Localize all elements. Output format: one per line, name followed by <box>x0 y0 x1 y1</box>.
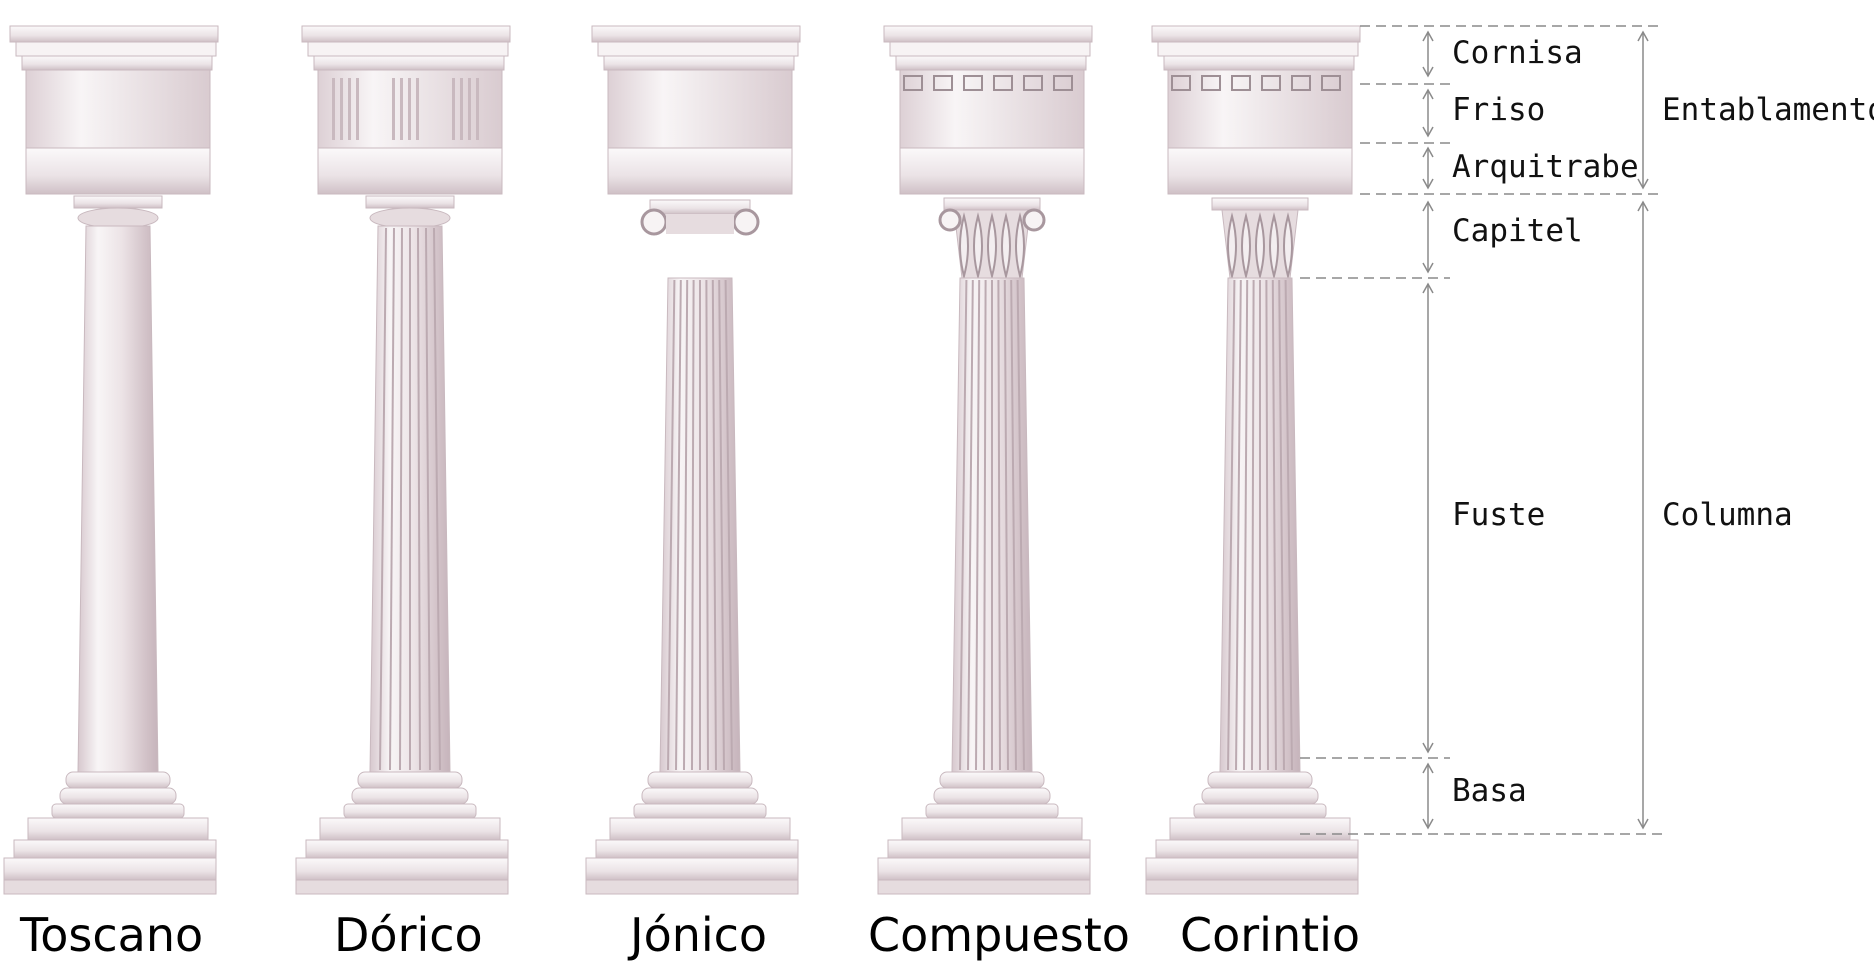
entablature-compuesto <box>884 26 1092 194</box>
order-name-toscano: Toscano <box>20 912 203 958</box>
entablature-corintio <box>1152 26 1360 194</box>
column-toscano <box>4 26 218 894</box>
capital-toscano <box>74 196 162 208</box>
entablature-dorico <box>302 26 510 194</box>
entablature-toscano <box>10 26 218 194</box>
capital-corintio <box>1212 198 1308 210</box>
capital-jonico <box>650 200 750 214</box>
column-jonico <box>586 26 800 894</box>
label-arquitrabe: Arquitrabe <box>1452 152 1639 183</box>
order-name-dorico: Dórico <box>334 912 483 958</box>
plinth-toscano <box>4 818 216 894</box>
column-dorico <box>296 26 510 894</box>
base-jonico <box>648 772 752 788</box>
shaft-toscano <box>78 226 158 772</box>
label-capitel: Capitel <box>1452 216 1583 247</box>
label-fuste: Fuste <box>1452 500 1545 531</box>
capital-dorico <box>366 196 454 208</box>
label-basa: Basa <box>1452 776 1527 807</box>
label-columna: Columna <box>1662 500 1793 531</box>
base-dorico <box>358 772 462 788</box>
order-name-jonico: Jónico <box>630 912 767 958</box>
base-corintio <box>1208 772 1312 788</box>
plinth-dorico <box>296 818 508 894</box>
column-corintio <box>1146 26 1360 894</box>
dimension-guides <box>1300 26 1668 834</box>
order-name-corintio: Corintio <box>1180 912 1360 958</box>
label-entablamento: Entablamento <box>1662 95 1874 126</box>
column-compuesto <box>878 26 1092 894</box>
plinth-corintio <box>1146 818 1358 894</box>
label-cornisa: Cornisa <box>1452 38 1583 69</box>
label-friso: Friso <box>1452 95 1545 126</box>
capital-compuesto <box>944 198 1040 210</box>
entablature-jonico <box>592 26 800 194</box>
plinth-jonico <box>586 818 798 894</box>
base-toscano <box>66 772 170 788</box>
base-compuesto <box>940 772 1044 788</box>
plinth-compuesto <box>878 818 1090 894</box>
order-name-compuesto: Compuesto <box>868 912 1130 958</box>
